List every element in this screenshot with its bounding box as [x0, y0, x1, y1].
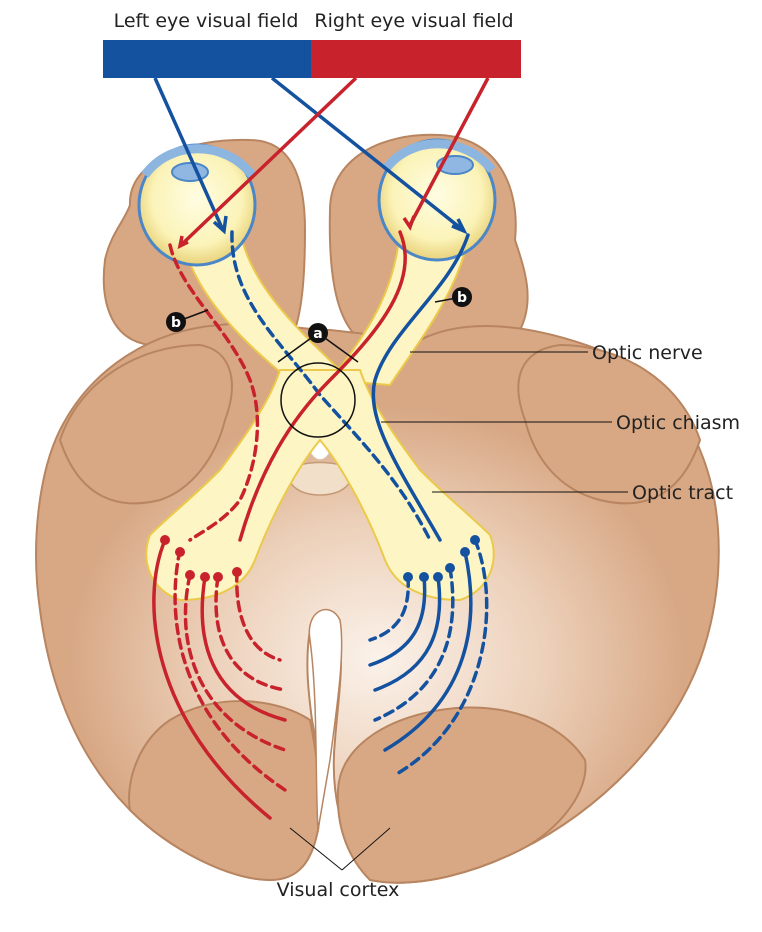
optic-chiasm-label: Optic chiasm	[616, 412, 740, 434]
optic-tract-label: Optic tract	[632, 482, 733, 504]
left-eye-lens	[172, 163, 208, 181]
svg-text:b: b	[171, 315, 181, 331]
right-eye-field-bar	[311, 40, 521, 78]
visual-cortex-label: Visual cortex	[277, 879, 400, 901]
svg-text:b: b	[457, 290, 467, 306]
left-eye-field-label: Left eye visual field	[114, 10, 299, 32]
optic-nerve-label: Optic nerve	[592, 342, 703, 364]
left-eye-field-bar	[103, 40, 311, 78]
svg-text:a: a	[313, 326, 322, 342]
right-eye	[379, 140, 495, 260]
left-eye	[139, 145, 255, 265]
right-eye-field-label: Right eye visual field	[314, 10, 513, 32]
right-occipital-lobe	[338, 707, 586, 882]
